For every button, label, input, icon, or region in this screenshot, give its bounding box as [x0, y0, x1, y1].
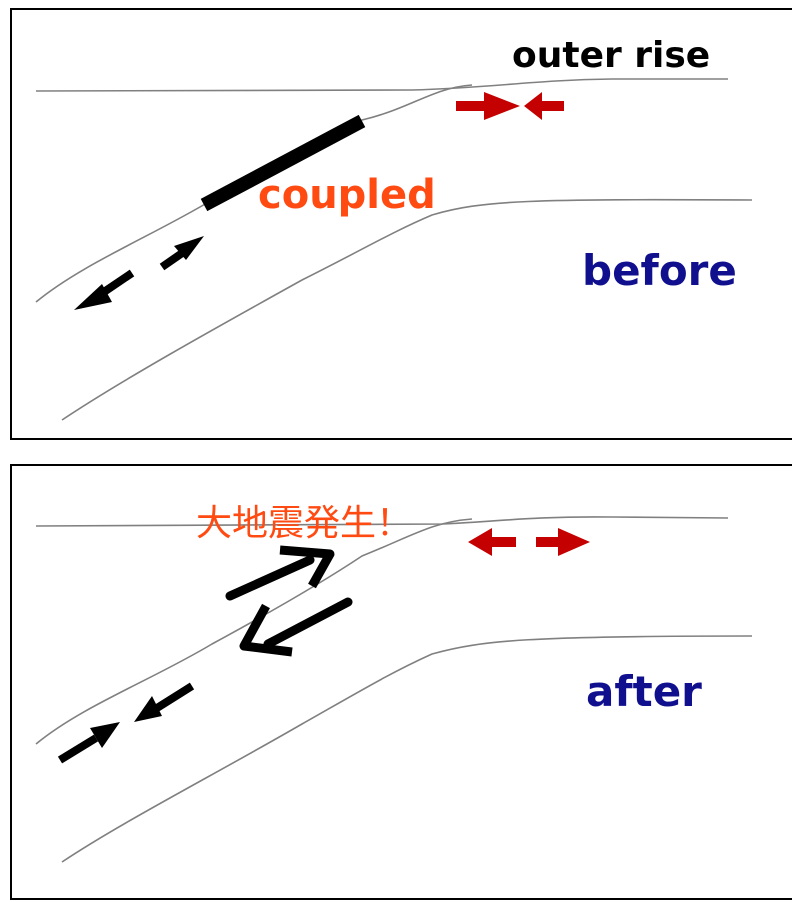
- before-label: before: [582, 246, 737, 295]
- ocean-surface-line: [35, 516, 729, 527]
- diverging-arrows-icon: [468, 528, 590, 556]
- before-panel: outer rise coupled before: [10, 8, 792, 440]
- opposing-arrows-icon: [225, 545, 353, 657]
- after-panel: 大地震発生！ after: [10, 464, 792, 900]
- coupled-label: coupled: [258, 172, 436, 218]
- coupled-zone-bar: [200, 114, 366, 212]
- plate-bottom-line: [61, 635, 753, 863]
- converging-arrows-icon: [456, 92, 564, 120]
- plate-bottom-line: [61, 198, 753, 421]
- double-headed-arrow-icon: [74, 236, 204, 310]
- plate-top-line: [35, 518, 473, 745]
- ocean-surface-line: [35, 78, 728, 92]
- after-diagram: [35, 516, 753, 863]
- outer-rise-label: outer rise: [512, 35, 711, 76]
- plate-slip-arrows-icon: [57, 682, 195, 764]
- before-diagram: [35, 78, 753, 421]
- earthquake-label: 大地震発生！: [196, 503, 413, 544]
- after-label: after: [586, 667, 702, 716]
